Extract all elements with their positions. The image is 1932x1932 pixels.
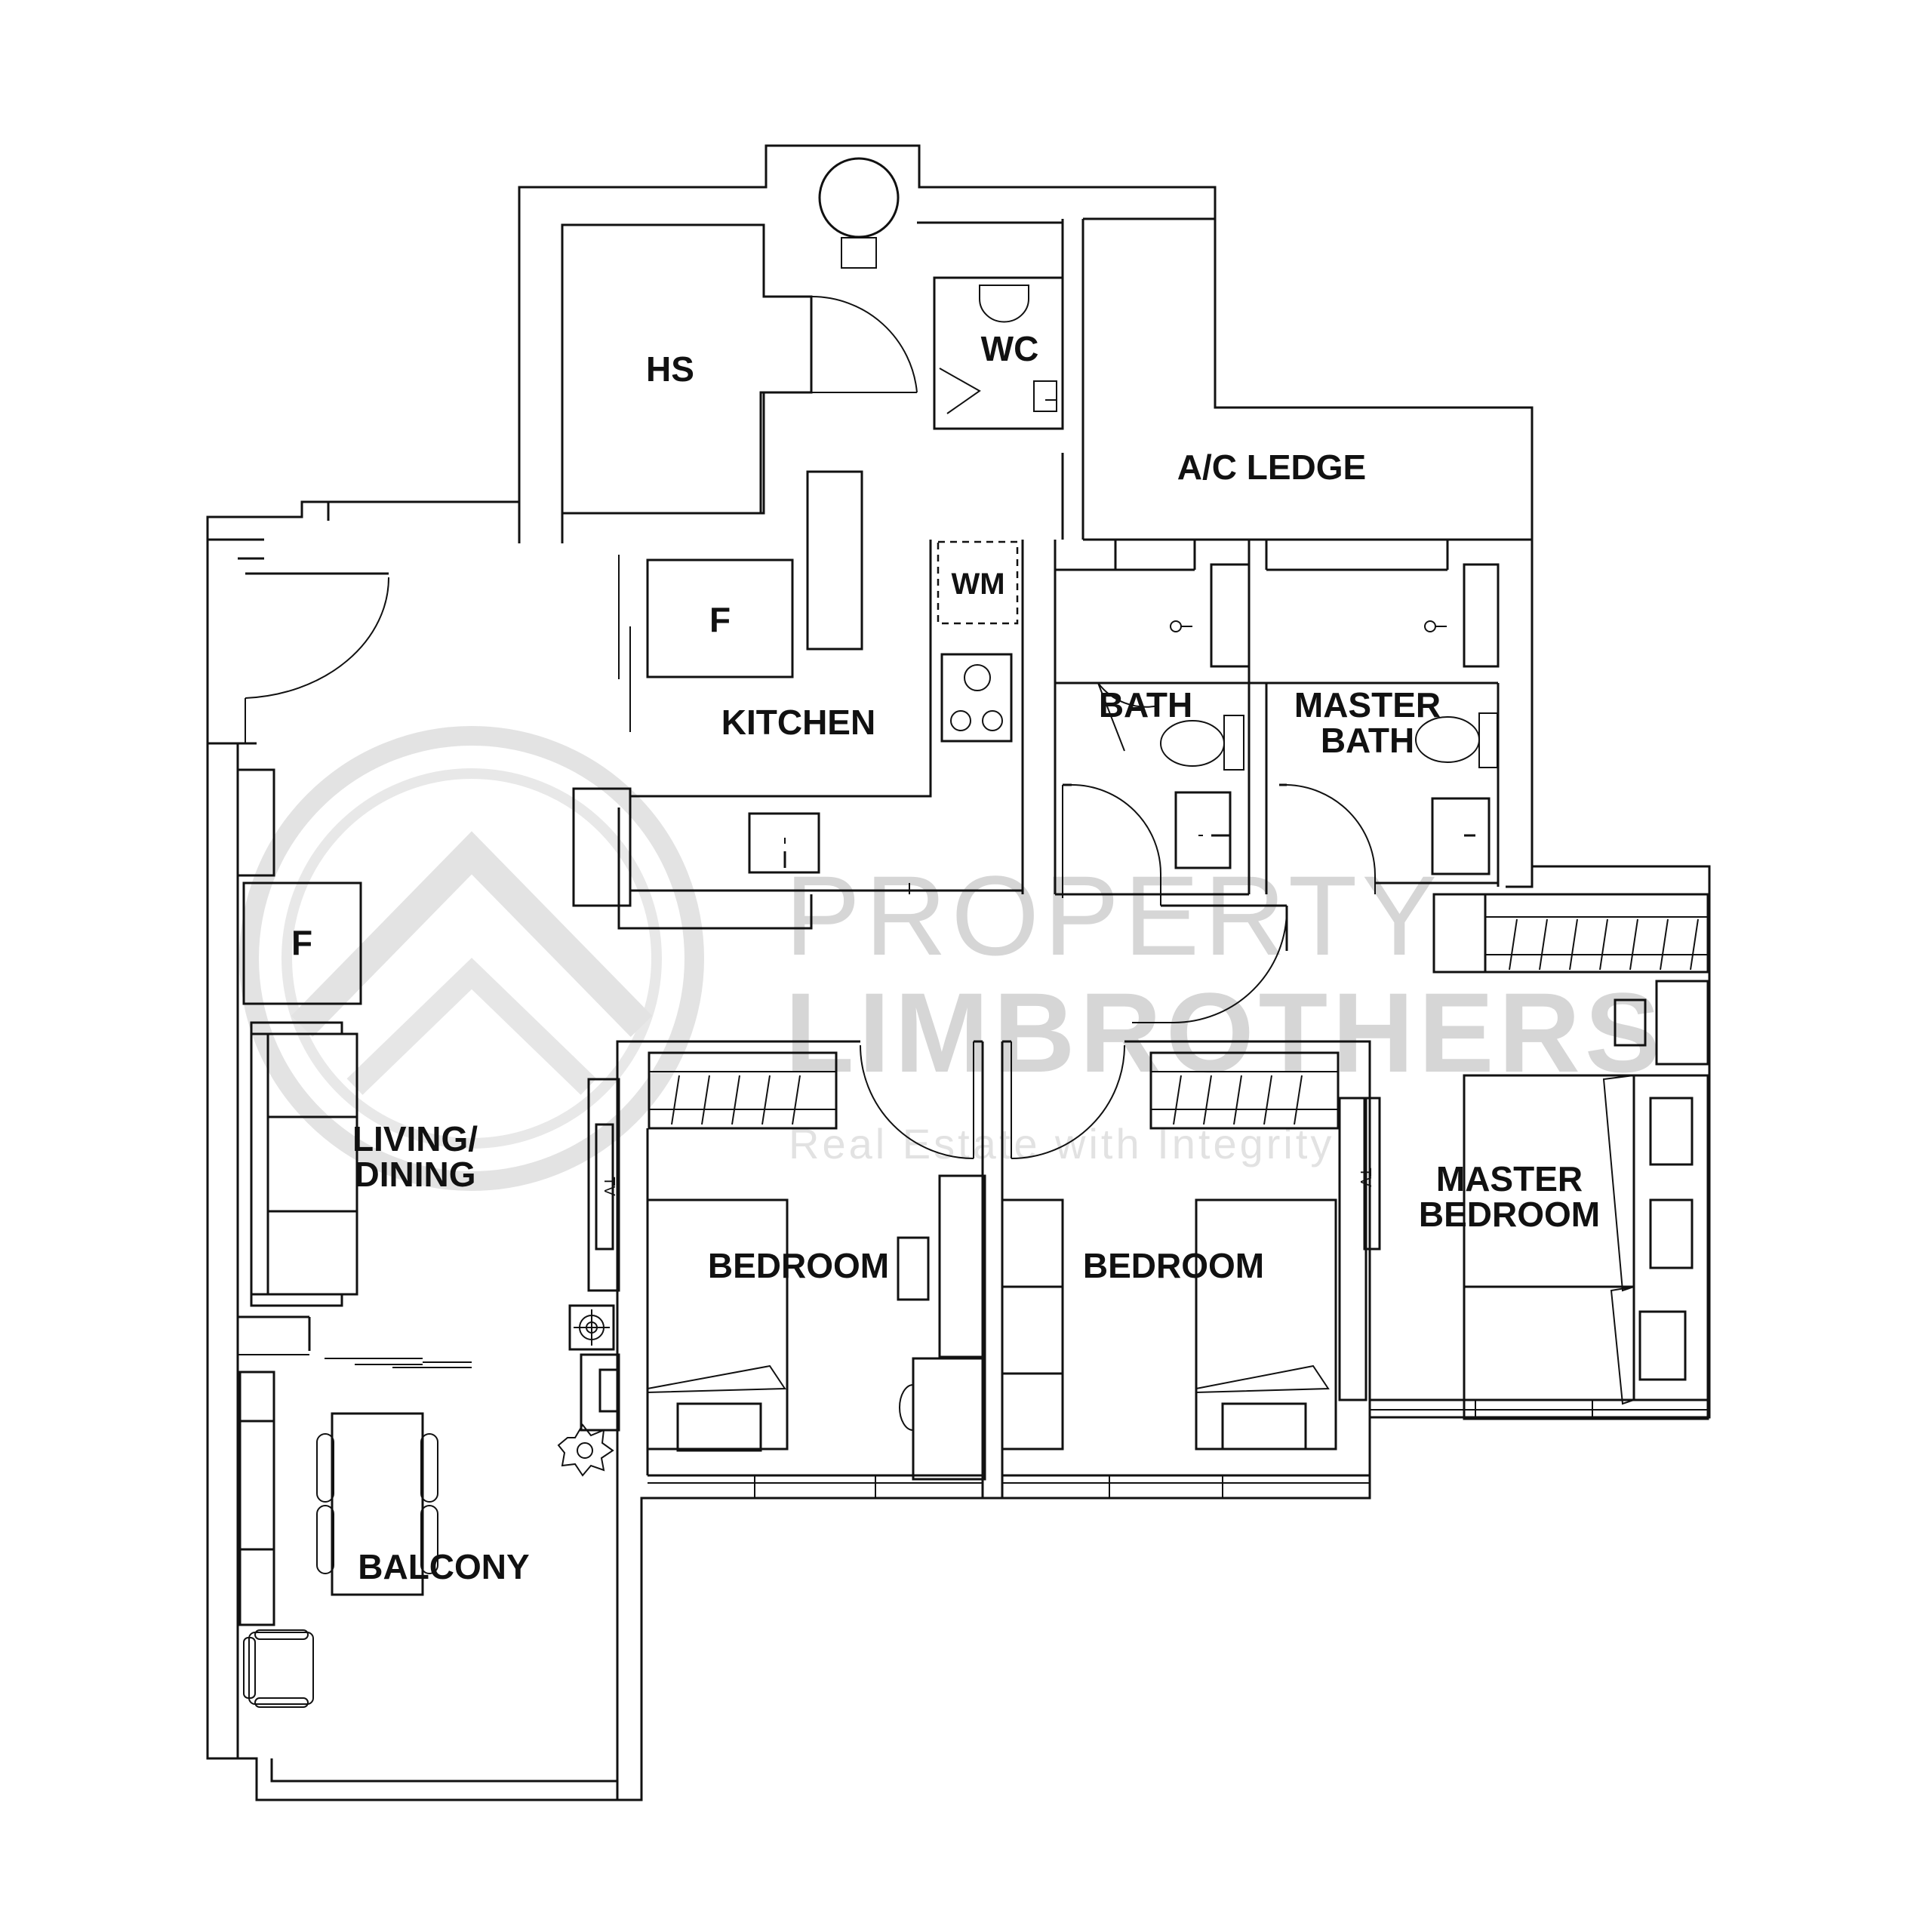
bedroom-b-door-swing: [1011, 1044, 1125, 1159]
living-fridge-label: F: [291, 923, 312, 962]
balcony-chair-icon: [243, 1629, 314, 1708]
balcony-dining-table: [331, 1412, 424, 1596]
bath: BATH: [1054, 540, 1251, 906]
hs-room: HS: [561, 223, 918, 515]
bath-door-swing: [1071, 784, 1161, 875]
master-bedroom-label-1: MASTER: [1436, 1159, 1583, 1198]
master-bath-label-2: BATH: [1321, 721, 1414, 760]
master-bath: MASTER BATH: [1249, 540, 1500, 894]
living-dining: F TV LIVING/ DINING: [208, 557, 620, 1477]
hob-burner-1: [964, 664, 991, 691]
watermark-line1: PROPERTY: [785, 852, 1441, 979]
bedroom-b-label: BEDROOM: [1083, 1246, 1264, 1285]
watermark-ring-inner: [281, 768, 662, 1149]
master-bedroom: MASTER BEDROOM: [1370, 893, 1709, 1420]
hob-burner-3: [982, 710, 1003, 731]
living-label-2: DINING: [355, 1155, 476, 1194]
living-fridge: [242, 881, 362, 1005]
wm-slot: [937, 540, 1019, 625]
tv-a-label: TV: [601, 1177, 617, 1196]
watermark-tagline: Real Estate with Integrity: [789, 1120, 1334, 1168]
main-door-swing: [245, 577, 390, 699]
living-label-1: LIVING/: [352, 1119, 478, 1158]
ac-ledge-label: A/C LEDGE: [1177, 448, 1366, 487]
bedroom-b: TV BEDROOM: [1001, 1040, 1381, 1498]
kitchen: WM F KITCHEN: [572, 470, 1024, 930]
hs-door-swing: [811, 295, 918, 393]
balcony: BALCONY: [238, 1371, 619, 1800]
watermark-line2: LIMBROTHERS: [785, 969, 1665, 1096]
bath-label: BATH: [1099, 685, 1192, 724]
wc-bifold-door: [939, 368, 981, 414]
wc-label: WC: [981, 329, 1039, 368]
watermark-roof-icon-inner: [346, 958, 597, 1095]
watermark-ring-outer: [239, 726, 704, 1191]
wc-room: WC: [917, 219, 1084, 540]
bedroom-a-label: BEDROOM: [708, 1246, 889, 1285]
plant-icon: [557, 1423, 614, 1477]
hob-burner-2: [950, 710, 971, 731]
balcony-label: BALCONY: [358, 1547, 529, 1586]
watermark: PROPERTY LIMBROTHERS Real Estate with In…: [239, 726, 1665, 1191]
kitchen-fridge: [646, 558, 794, 678]
kitchen-label: KITCHEN: [721, 703, 875, 742]
kitchen-fridge-label: F: [709, 600, 731, 639]
master-bath-door-swing: [1286, 784, 1376, 876]
watermark-roof-icon: [291, 831, 653, 1037]
master-bedroom-door-swing: [1173, 909, 1287, 1023]
bedroom-a: BEDROOM: [616, 1040, 1004, 1498]
bedroom-a-door-swing: [860, 1044, 974, 1159]
master-bedroom-label-2: BEDROOM: [1419, 1195, 1600, 1234]
refuse-chute: [818, 157, 900, 269]
ac-ledge: A/C LEDGE: [1061, 217, 1532, 541]
bath-toilet-icon: [1160, 720, 1225, 767]
wm-label: WM: [951, 568, 1004, 601]
tv-b-label: TV: [1357, 1168, 1374, 1187]
hs-label: HS: [646, 349, 694, 389]
corridor: [1132, 904, 1288, 1023]
wc-toilet-icon: [979, 285, 1029, 323]
bath-shower-screen: [1097, 682, 1159, 752]
master-bath-label-1: MASTER: [1294, 685, 1441, 724]
